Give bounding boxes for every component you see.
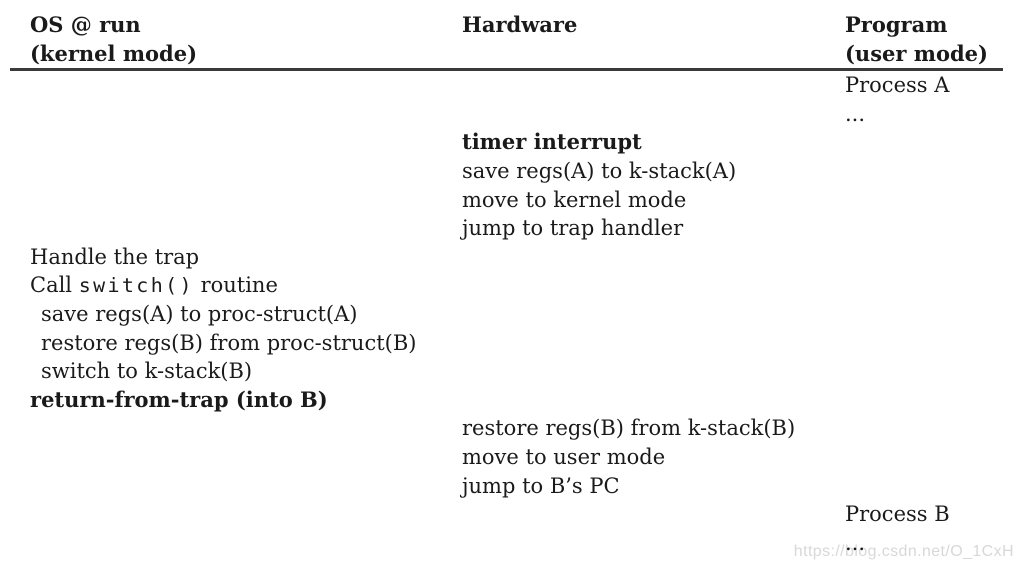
protocol-rows: Process A... timer interrupt save regs(A) … bbox=[30, 71, 1022, 557]
cell-program: Process A bbox=[845, 71, 1022, 100]
row-text: return-from-trap (into B) bbox=[30, 386, 328, 412]
table-row: move to kernel mode bbox=[30, 186, 1022, 215]
cell-program bbox=[845, 243, 1022, 272]
cell-hardware: move to kernel mode bbox=[462, 186, 845, 215]
cell-hardware: save regs(A) to k-stack(A) bbox=[462, 157, 845, 186]
row-text: ... bbox=[845, 530, 866, 555]
table-row: timer interrupt bbox=[30, 128, 1022, 157]
column-header-os: OS @ run (kernel mode) bbox=[30, 11, 462, 68]
cell-program bbox=[845, 214, 1022, 243]
row-text: Call bbox=[30, 273, 79, 298]
table-row: save regs(A) to k-stack(A) bbox=[30, 157, 1022, 186]
cell-program bbox=[845, 386, 1022, 415]
header-divider bbox=[10, 68, 1003, 72]
watermark-url: https://blog.csdn.net/O_1CxH bbox=[793, 543, 1014, 561]
cell-hardware: move to user mode bbox=[462, 443, 845, 472]
table-row: Process B bbox=[30, 500, 1022, 529]
cell-os bbox=[30, 71, 462, 100]
cell-program bbox=[845, 271, 1022, 300]
cell-program bbox=[845, 300, 1022, 329]
table-row: save regs(A) to proc-struct(A) bbox=[30, 300, 1022, 329]
table-header: OS @ run (kernel mode) Hardware Program … bbox=[30, 11, 1022, 68]
column-header-os-line1: OS @ run bbox=[30, 12, 141, 37]
row-text: save regs(A) to proc-struct(A) bbox=[41, 301, 358, 326]
cell-program: ... bbox=[845, 529, 1022, 558]
cell-program bbox=[845, 128, 1022, 157]
cell-os: Call switch() routine bbox=[30, 271, 462, 300]
column-header-program-line1: Program bbox=[845, 12, 948, 37]
table-row: ... bbox=[30, 100, 1022, 129]
row-text: restore regs(B) from k-stack(B) bbox=[462, 416, 796, 441]
table-row: move to user mode bbox=[30, 443, 1022, 472]
column-header-hardware-line1: Hardware bbox=[462, 12, 578, 37]
table-row: restore regs(B) from proc-struct(B) bbox=[30, 329, 1022, 358]
row-text: ... bbox=[845, 101, 866, 126]
table-row: jump to trap handler bbox=[30, 214, 1022, 243]
row-text: move to user mode bbox=[462, 444, 666, 469]
column-header-program: Program (user mode) bbox=[845, 11, 1022, 68]
table-row: switch to k-stack(B) bbox=[30, 357, 1022, 386]
cell-os bbox=[30, 472, 462, 501]
row-text: save regs(A) to k-stack(A) bbox=[462, 158, 737, 183]
cell-hardware bbox=[462, 100, 845, 129]
cell-os bbox=[30, 414, 462, 443]
table-row: return-from-trap (into B) bbox=[30, 386, 1022, 415]
cell-program bbox=[845, 472, 1022, 501]
cell-program bbox=[845, 157, 1022, 186]
row-text: Process B bbox=[845, 502, 950, 527]
cell-hardware bbox=[462, 71, 845, 100]
column-header-os-line2: (kernel mode) bbox=[30, 40, 198, 66]
cell-hardware: jump to trap handler bbox=[462, 214, 845, 243]
cell-hardware bbox=[462, 386, 845, 415]
cell-program bbox=[845, 357, 1022, 386]
cell-os: return-from-trap (into B) bbox=[30, 386, 462, 415]
table-row: Process A bbox=[30, 71, 1022, 100]
cell-hardware bbox=[462, 300, 845, 329]
table-row: Call switch() routine bbox=[30, 271, 1022, 300]
row-text: jump to trap handler bbox=[462, 216, 684, 241]
row-text: jump to B’s PC bbox=[462, 473, 620, 498]
cell-hardware bbox=[462, 357, 845, 386]
cell-program bbox=[845, 186, 1022, 215]
cell-hardware bbox=[462, 243, 845, 272]
cell-hardware: jump to B’s PC bbox=[462, 472, 845, 501]
cell-os bbox=[30, 214, 462, 243]
table-row: ... bbox=[30, 529, 1022, 558]
cell-program bbox=[845, 443, 1022, 472]
row-text: Process A bbox=[845, 73, 950, 98]
row-text: restore regs(B) from proc-struct(B) bbox=[41, 330, 417, 355]
row-text: routine bbox=[193, 273, 278, 298]
table-row: jump to B’s PC bbox=[30, 472, 1022, 501]
cell-program bbox=[845, 414, 1022, 443]
cell-os: Handle the trap bbox=[30, 243, 462, 272]
cell-program: Process B bbox=[845, 500, 1022, 529]
cell-os bbox=[30, 500, 462, 529]
cell-hardware: timer interrupt bbox=[462, 128, 845, 157]
cell-hardware bbox=[462, 329, 845, 358]
cell-os bbox=[30, 128, 462, 157]
row-text: Handle the trap bbox=[30, 244, 200, 269]
column-header-program-line2: (user mode) bbox=[845, 40, 988, 66]
cell-program: ... bbox=[845, 100, 1022, 129]
table-row: restore regs(B) from k-stack(B) bbox=[30, 414, 1022, 443]
row-text: timer interrupt bbox=[462, 129, 642, 155]
cell-os bbox=[30, 186, 462, 215]
cell-os bbox=[30, 443, 462, 472]
cell-program bbox=[845, 329, 1022, 358]
code-text: switch() bbox=[78, 273, 194, 298]
cell-os bbox=[30, 529, 462, 558]
cell-os bbox=[30, 157, 462, 186]
column-header-hardware: Hardware bbox=[462, 11, 845, 68]
row-text: switch to k-stack(B) bbox=[41, 359, 253, 384]
cell-hardware bbox=[462, 500, 845, 529]
row-text: move to kernel mode bbox=[462, 187, 687, 212]
cell-hardware bbox=[462, 529, 845, 558]
cell-hardware: restore regs(B) from k-stack(B) bbox=[462, 414, 845, 443]
cell-os: save regs(A) to proc-struct(A) bbox=[30, 300, 462, 329]
table-row: Handle the trap bbox=[30, 243, 1022, 272]
cell-hardware bbox=[462, 271, 845, 300]
cell-os bbox=[30, 100, 462, 129]
cell-os: restore regs(B) from proc-struct(B) bbox=[30, 329, 462, 358]
cell-os: switch to k-stack(B) bbox=[30, 357, 462, 386]
